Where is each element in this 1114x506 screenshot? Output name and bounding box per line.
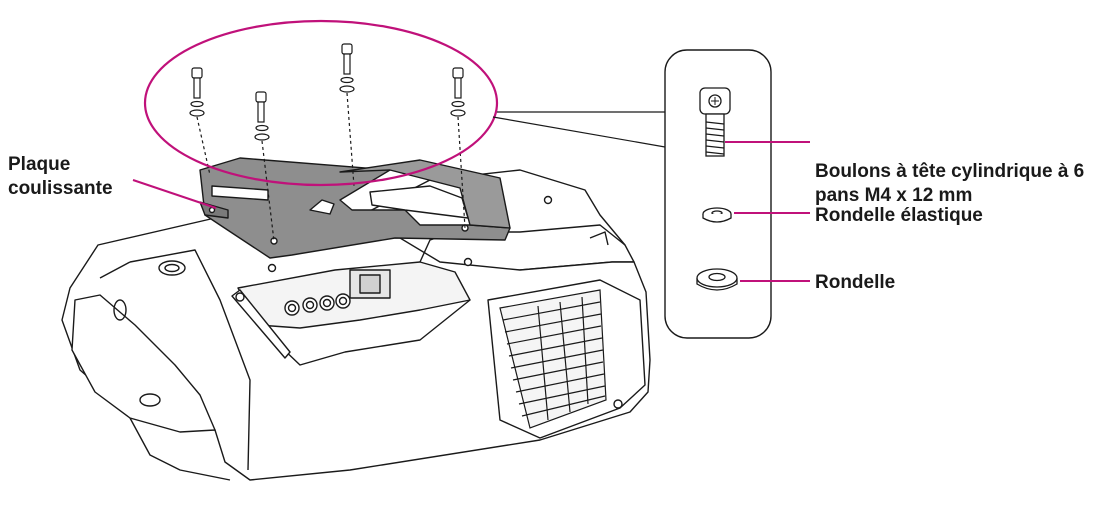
detail-connector-lines xyxy=(492,111,666,148)
bolt-label-line2: pans M4 x 12 mm xyxy=(815,185,973,206)
washer-icon xyxy=(696,268,738,291)
slide-plate-label-line1: Plaque xyxy=(8,154,71,175)
bolt-label: Boulons à tête cylindrique à 6 pans M4 x… xyxy=(815,160,1084,208)
washer-label: Rondelle xyxy=(815,272,896,293)
detail-panel xyxy=(664,49,772,339)
screw-4 xyxy=(450,67,466,229)
screw-highlight-ellipse xyxy=(143,19,499,187)
slide-plate-label: Plaque coulissante xyxy=(8,153,113,201)
screw-2 xyxy=(254,91,275,242)
bolt-icon xyxy=(699,87,731,157)
spring-washer-icon xyxy=(702,207,732,223)
bolt-label-line1: Boulons à tête cylindrique à 6 xyxy=(815,161,1085,182)
slide-plate-label-line2: coulissante xyxy=(8,178,113,199)
spring-washer-label: Rondelle élastique xyxy=(815,205,983,226)
air-vent-grill xyxy=(499,289,607,429)
callout-lines xyxy=(132,141,810,282)
screw-3 xyxy=(339,43,355,187)
